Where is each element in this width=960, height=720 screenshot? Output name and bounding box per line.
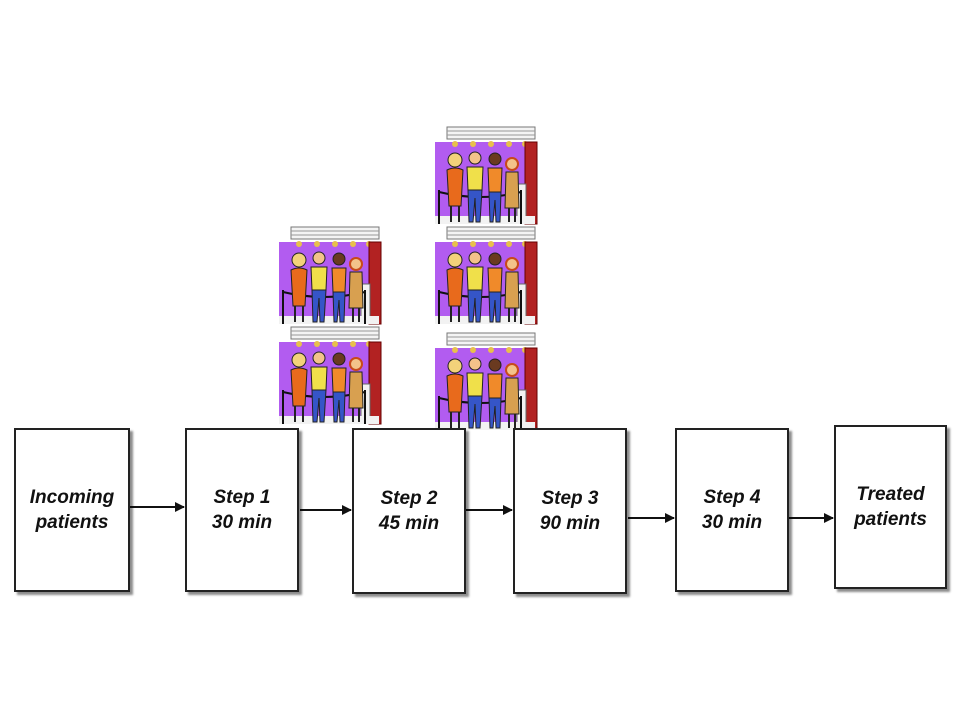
node-step-4: Step 4 30 min	[675, 428, 789, 592]
node-label-line1: Step 2	[380, 488, 438, 509]
node-label-line2: 45 min	[378, 513, 440, 534]
node-incoming-patients: Incoming patients	[14, 428, 130, 592]
node-step-2: Step 2 45 min	[352, 428, 466, 594]
node-label-line2: 30 min	[211, 512, 273, 533]
node-label-line2: 30 min	[701, 512, 763, 533]
node-label-line1: Step 1	[213, 487, 271, 508]
node-label-line1: Treated	[856, 484, 925, 505]
node-label-line2: 90 min	[539, 513, 601, 534]
node-label-line2: patients	[35, 512, 109, 533]
node-treated-patients: Treated patients	[834, 425, 947, 589]
node-label-line1: Step 3	[541, 488, 599, 509]
queue-image	[434, 226, 538, 325]
queue-image	[278, 326, 382, 425]
queue-image	[278, 226, 382, 325]
node-label-line2: patients	[854, 509, 927, 530]
queue-image	[434, 332, 538, 431]
queue-image	[434, 126, 538, 225]
node-step-3: Step 3 90 min	[513, 428, 627, 594]
node-label-line1: Incoming	[29, 487, 115, 508]
node-step-1: Step 1 30 min	[185, 428, 299, 592]
node-label-line1: Step 4	[703, 487, 761, 508]
